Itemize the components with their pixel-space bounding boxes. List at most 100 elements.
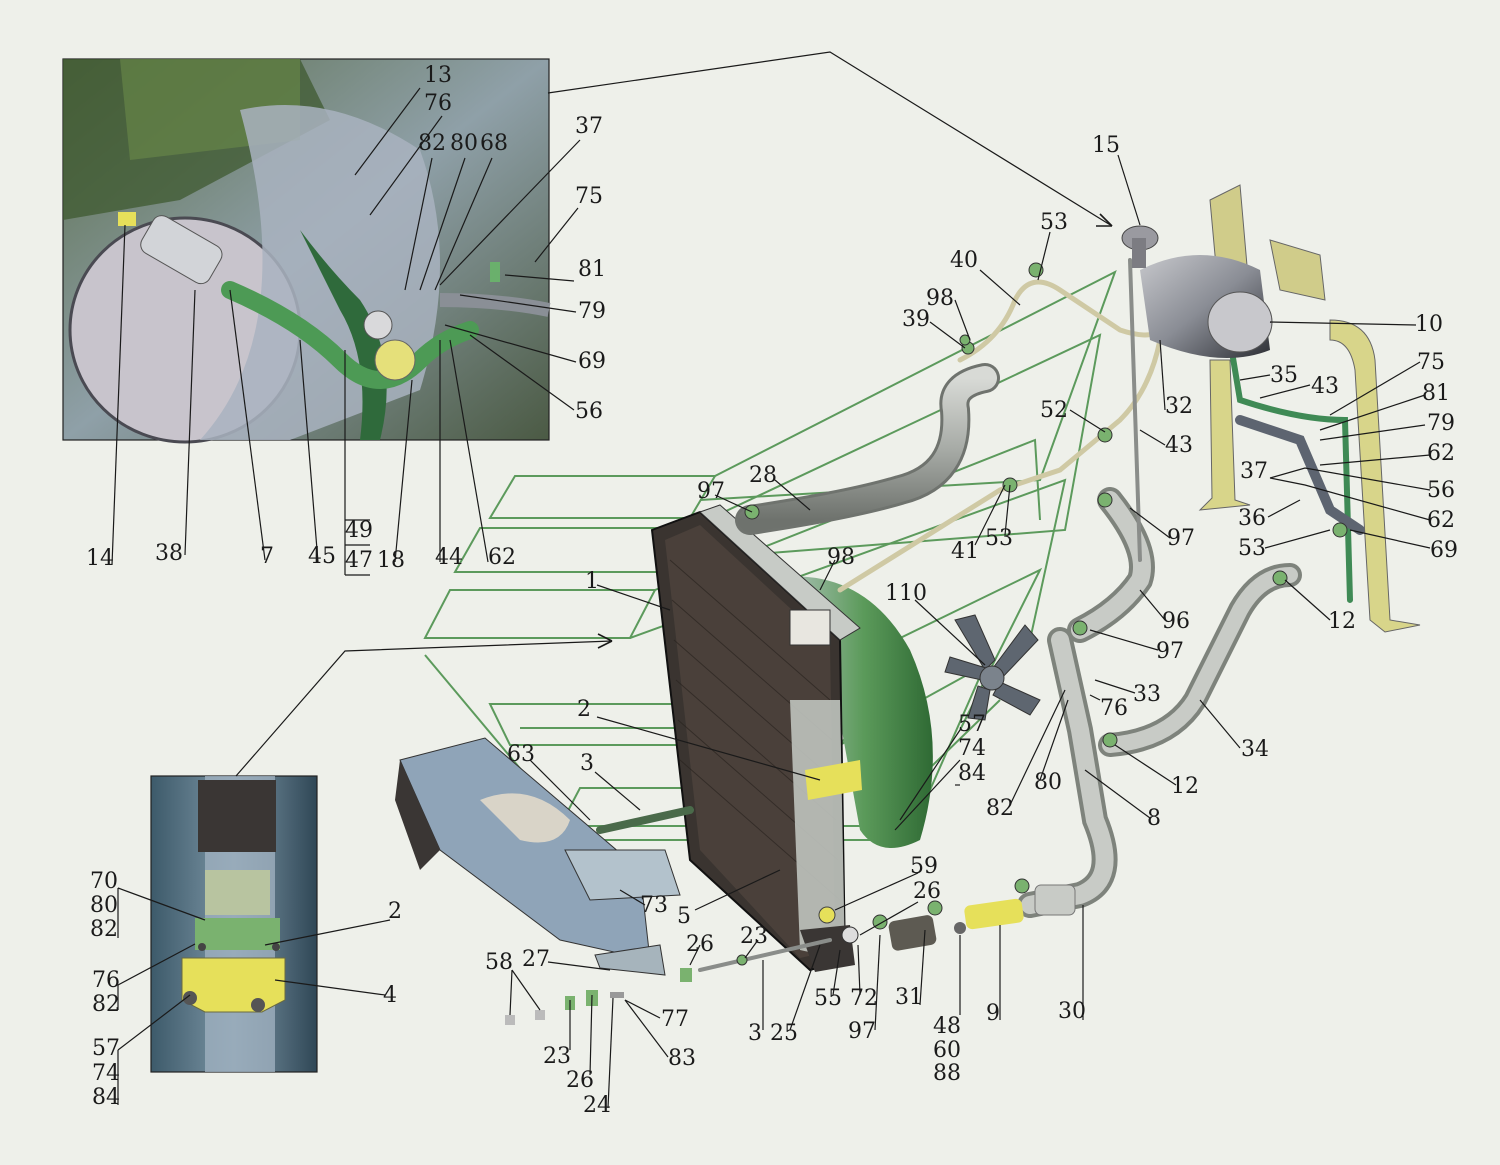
callout-69: 69 bbox=[1430, 538, 1458, 563]
inset-air-filter-detail bbox=[62, 58, 551, 444]
callout-28: 28 bbox=[749, 463, 777, 488]
callout-60: 60 bbox=[933, 1038, 961, 1063]
callout-75: 75 bbox=[1417, 350, 1445, 375]
callout-62: 62 bbox=[488, 545, 516, 570]
callout-10: 10 bbox=[1415, 312, 1443, 337]
callout-33: 33 bbox=[1133, 682, 1161, 707]
callout-79: 79 bbox=[1427, 411, 1455, 436]
callout-83: 83 bbox=[668, 1046, 696, 1071]
callout-77: 77 bbox=[661, 1007, 689, 1032]
callout-26: 26 bbox=[686, 932, 714, 957]
callout-96: 96 bbox=[1162, 609, 1190, 634]
callout-55: 55 bbox=[814, 986, 842, 1011]
callout-98: 98 bbox=[827, 545, 855, 570]
callout-14: 14 bbox=[86, 546, 114, 571]
callout-63: 63 bbox=[507, 742, 535, 767]
radiator bbox=[650, 504, 933, 972]
hose-connectors bbox=[505, 884, 1076, 1025]
callout-82: 82 bbox=[90, 917, 118, 942]
callout-5: 5 bbox=[677, 904, 691, 929]
top-inset-labels: 13 76 82 80 68 37 75 81 79 69 56 14 38 7… bbox=[86, 63, 606, 573]
callout-12: 12 bbox=[1171, 774, 1199, 799]
callout-88: 88 bbox=[933, 1061, 961, 1086]
callout-26: 26 bbox=[913, 879, 941, 904]
callout-76: 76 bbox=[1100, 696, 1128, 721]
callout-3: 3 bbox=[580, 751, 594, 776]
callout-80: 80 bbox=[450, 131, 478, 156]
callout-97: 97 bbox=[1156, 639, 1184, 664]
callout-8: 8 bbox=[1147, 806, 1161, 831]
callout-25: 25 bbox=[770, 1021, 798, 1046]
callout-76: 76 bbox=[424, 91, 452, 116]
bottom-inset-labels: 70 80 82 2 76 82 4 57 74 84 bbox=[90, 869, 402, 1110]
pipes bbox=[596, 258, 1365, 972]
callout-75: 75 bbox=[575, 184, 603, 209]
callout-31: 31 bbox=[895, 985, 923, 1010]
callout-40: 40 bbox=[950, 248, 978, 273]
callout-43: 43 bbox=[1311, 374, 1339, 399]
callout-69: 69 bbox=[578, 349, 606, 374]
callout-52: 52 bbox=[1040, 398, 1068, 423]
frame-bracket bbox=[395, 737, 681, 976]
inset-bracket-detail bbox=[150, 775, 318, 1073]
callout-56: 56 bbox=[1427, 478, 1455, 503]
callout-62: 62 bbox=[1427, 508, 1455, 533]
callout-44: 44 bbox=[435, 545, 463, 570]
callout-73: 73 bbox=[640, 893, 668, 918]
air-filter-assembly bbox=[1121, 184, 1421, 633]
callout-41: 41 bbox=[951, 539, 979, 564]
callout-45: 45 bbox=[308, 544, 336, 569]
callout-15: 15 bbox=[1092, 133, 1120, 158]
callout-2: 2 bbox=[577, 697, 591, 722]
callout-7: 7 bbox=[260, 544, 274, 569]
callout-80: 80 bbox=[1034, 770, 1062, 795]
callout-80: 80 bbox=[90, 893, 118, 918]
callout-1: 1 bbox=[585, 569, 599, 594]
callout-34: 34 bbox=[1241, 737, 1269, 762]
callout-97: 97 bbox=[848, 1019, 876, 1044]
callout-37: 37 bbox=[575, 114, 603, 139]
callout-98: 98 bbox=[926, 286, 954, 311]
callout-79: 79 bbox=[578, 299, 606, 324]
callout-57: 57 bbox=[958, 712, 986, 737]
callout-70: 70 bbox=[90, 869, 118, 894]
callout-58: 58 bbox=[485, 950, 513, 975]
callout-35: 35 bbox=[1270, 363, 1298, 388]
callout-53: 53 bbox=[985, 526, 1013, 551]
callout-81: 81 bbox=[1422, 381, 1450, 406]
callout-3: 3 bbox=[748, 1021, 762, 1046]
callout-24: 24 bbox=[583, 1093, 611, 1118]
callout-30: 30 bbox=[1058, 999, 1086, 1024]
callout-84: 84 bbox=[958, 761, 986, 786]
callout-84: 84 bbox=[92, 1085, 120, 1110]
callout-53: 53 bbox=[1040, 210, 1068, 235]
callout-23: 23 bbox=[543, 1044, 571, 1069]
callout-26: 26 bbox=[566, 1068, 594, 1093]
callout-38: 38 bbox=[155, 541, 183, 566]
callout-57: 57 bbox=[92, 1036, 120, 1061]
callout-37: 37 bbox=[1240, 459, 1268, 484]
callout-36: 36 bbox=[1238, 506, 1266, 531]
callout-56: 56 bbox=[575, 399, 603, 424]
callout-12: 12 bbox=[1328, 609, 1356, 634]
callout-59: 59 bbox=[910, 854, 938, 879]
callout-82: 82 bbox=[986, 796, 1014, 821]
callout-74: 74 bbox=[958, 736, 986, 761]
callout-68: 68 bbox=[480, 131, 508, 156]
callout-23: 23 bbox=[740, 924, 768, 949]
callout-39: 39 bbox=[902, 307, 930, 332]
callout-32: 32 bbox=[1165, 394, 1193, 419]
callout-2: 2 bbox=[388, 899, 402, 924]
callout-13: 13 bbox=[424, 63, 452, 88]
callout-82: 82 bbox=[418, 131, 446, 156]
main-labels: 15 53 40 98 39 10 75 35 43 81 32 79 62 5… bbox=[485, 133, 1458, 1118]
leader-lines bbox=[111, 51, 1431, 1109]
callout-97: 97 bbox=[1167, 526, 1195, 551]
callout-43: 43 bbox=[1165, 433, 1193, 458]
callout-110: 110 bbox=[885, 581, 927, 606]
callout-49: 49 bbox=[345, 518, 373, 543]
callout-4: 4 bbox=[383, 983, 397, 1008]
callout-76: 76 bbox=[92, 968, 120, 993]
callout-18: 18 bbox=[377, 548, 405, 573]
